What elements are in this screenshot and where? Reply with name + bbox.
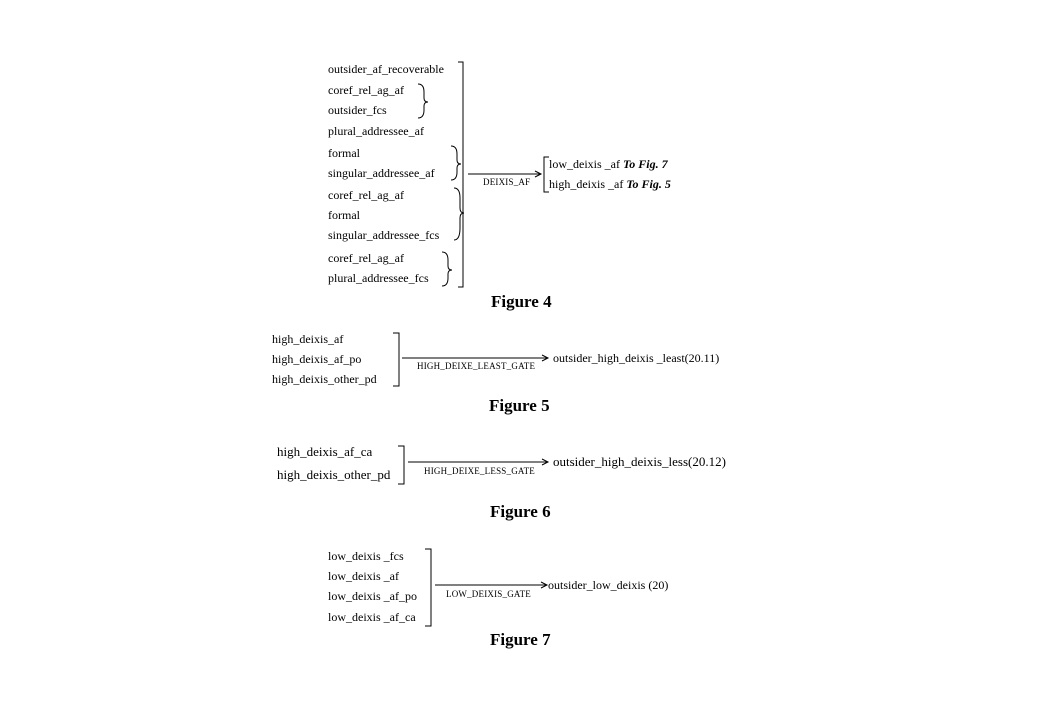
fig7-input: low_deixis _af_po — [328, 589, 417, 603]
fig6-input: high_deixis_af_ca — [277, 444, 373, 459]
fig7-input: low_deixis _af — [328, 569, 399, 583]
fig4-output-label: low_deixis _af — [549, 157, 620, 171]
fig4-output-ref: To Fig. 7 — [623, 157, 668, 171]
fig6-arrow-head — [541, 458, 550, 466]
fig4-brace-2 — [450, 145, 462, 181]
fig7-caption: Figure 7 — [490, 630, 551, 649]
fig4-input: coref_rel_ag_af — [328, 83, 404, 97]
fig4-brace-1 — [417, 83, 429, 119]
fig4-input: coref_rel_ag_af — [328, 251, 404, 265]
fig4-input: outsider_af_recoverable — [328, 62, 444, 76]
fig4-input: singular_addressee_fcs — [328, 228, 440, 242]
fig4-output: high_deixis _af To Fig. 5 — [549, 177, 671, 191]
fig4-main-bracket — [458, 61, 464, 288]
fig4-input: coref_rel_ag_af — [328, 188, 404, 202]
fig4-input: plural_addressee_fcs — [328, 271, 429, 285]
fig5-bracket — [393, 332, 400, 387]
fig5-output: outsider_high_deixis _least(20.11) — [553, 351, 720, 365]
fig4-brace-4 — [441, 251, 453, 287]
fig4-brace-3 — [453, 187, 465, 241]
fig6-bracket — [398, 445, 405, 485]
fig5-caption: Figure 5 — [489, 396, 550, 415]
fig7-output: outsider_low_deixis (20) — [548, 578, 669, 592]
fig5-arrow-head — [541, 354, 550, 362]
fig4-output-ref: To Fig. 5 — [626, 177, 671, 191]
fig7-input: low_deixis _af_ca — [328, 610, 416, 624]
fig6-input: high_deixis_other_pd — [277, 467, 391, 482]
fig4-input: formal — [328, 208, 360, 222]
fig7-bracket — [425, 548, 432, 627]
fig6-output: outsider_high_deixis_less(20.12) — [553, 454, 726, 469]
fig4-output-label: high_deixis _af — [549, 177, 624, 191]
fig4-gate-label: DEIXIS_AF — [483, 177, 531, 187]
fig4-input: plural_addressee_af — [328, 124, 424, 138]
fig4-output: low_deixis _af To Fig. 7 — [549, 157, 668, 171]
fig7-arrow-head — [540, 581, 549, 589]
fig4-input: singular_addressee_af — [328, 166, 435, 180]
fig7-input: low_deixis _fcs — [328, 549, 404, 563]
fig4-caption: Figure 4 — [491, 292, 552, 311]
fig4-input: outsider_fcs — [328, 103, 387, 117]
fig4-output-bracket — [543, 156, 549, 193]
fig4-arrow-head — [534, 170, 543, 178]
fig5-input: high_deixis_af — [272, 332, 344, 346]
fig5-gate-label: HIGH_DEIXE_LEAST_GATE — [417, 361, 536, 371]
fig5-input: high_deixis_af_po — [272, 352, 362, 366]
fig4-input: formal — [328, 146, 360, 160]
fig7-gate-label: LOW_DEIXIS_GATE — [446, 589, 531, 599]
fig6-gate-label: HIGH_DEIXE_LESS_GATE — [424, 466, 535, 476]
fig6-caption: Figure 6 — [490, 502, 551, 521]
fig5-input: high_deixis_other_pd — [272, 372, 377, 386]
